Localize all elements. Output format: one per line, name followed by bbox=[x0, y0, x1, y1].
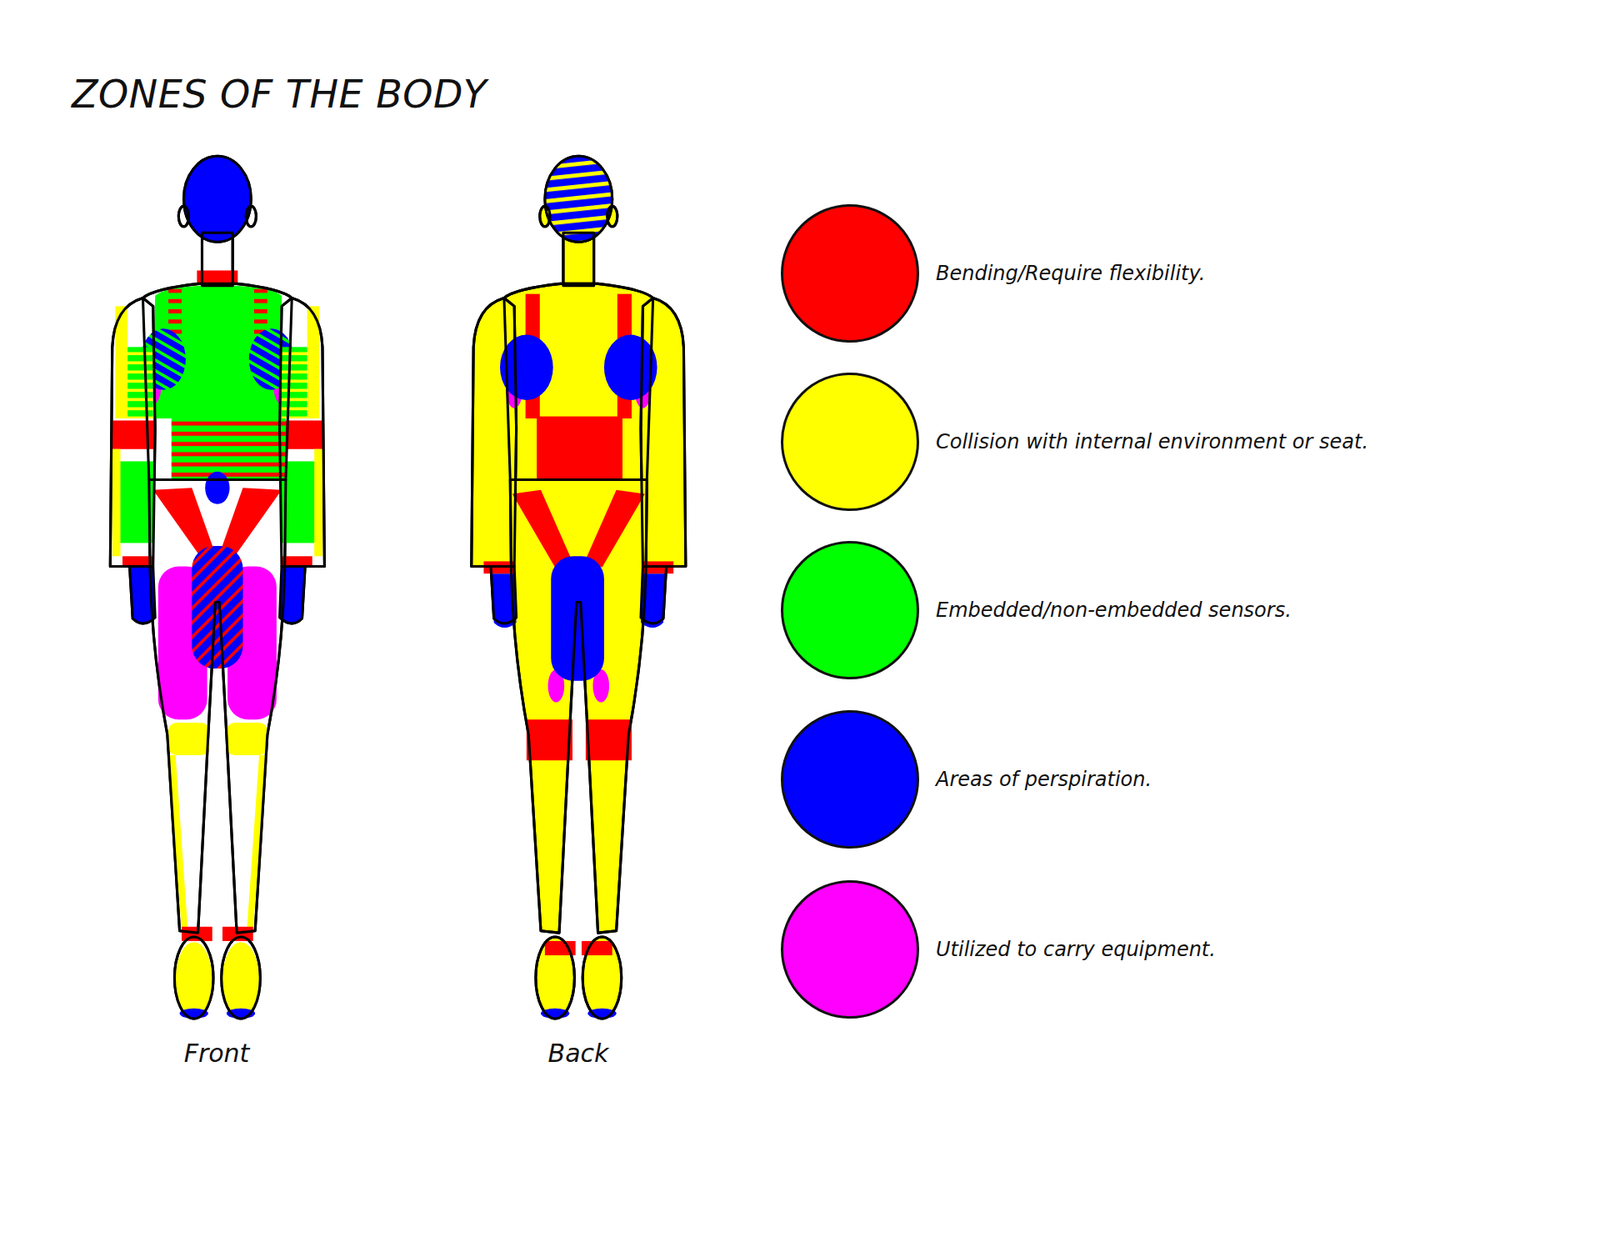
front-figure-part bbox=[112, 449, 121, 557]
back-figure bbox=[471, 155, 686, 1019]
front-figure-part bbox=[122, 555, 154, 566]
front-figure-part bbox=[220, 487, 282, 556]
legend-swatch bbox=[780, 880, 920, 1019]
front-figure-part bbox=[110, 155, 325, 1019]
legend-row: Embedded/non-embedded sensors. bbox=[780, 540, 1292, 680]
back-figure-part bbox=[585, 490, 645, 568]
front-figure-part bbox=[205, 471, 230, 505]
back-figure-part bbox=[550, 555, 605, 680]
legend-swatch bbox=[780, 710, 920, 849]
back-figure-part bbox=[536, 416, 623, 480]
front-figure-part bbox=[314, 449, 323, 557]
front-figure-part bbox=[191, 545, 243, 669]
legend-text: Embedded/non-embedded sensors. bbox=[935, 598, 1292, 622]
legend-row: Utilized to carry equipment. bbox=[780, 880, 1216, 1019]
front-figure bbox=[110, 155, 325, 1019]
front-figure-part bbox=[226, 722, 268, 755]
view-label: Front bbox=[184, 1038, 250, 1069]
back-figure-part bbox=[471, 155, 686, 1019]
front-figure-part bbox=[281, 346, 308, 419]
front-figure-part bbox=[110, 155, 325, 1019]
legend-swatch bbox=[780, 540, 920, 680]
front-figure-part bbox=[127, 346, 154, 419]
front-figure-part bbox=[153, 487, 215, 556]
back-figure-part bbox=[526, 719, 573, 760]
view-label: Back bbox=[548, 1038, 610, 1069]
front-figure-part bbox=[168, 722, 210, 755]
legend-row: Areas of perspiration. bbox=[780, 710, 1152, 849]
legend-text: Utilized to carry equipment. bbox=[935, 937, 1216, 961]
front-figure-part bbox=[171, 418, 286, 480]
legend-text: Collision with internal environment or s… bbox=[935, 430, 1369, 454]
legend-swatch bbox=[780, 372, 920, 511]
front-figure-part bbox=[281, 555, 313, 566]
back-figure-part bbox=[512, 490, 572, 568]
diagram-title: ZONES OF THE BODY bbox=[71, 75, 487, 114]
legend-text: Bending/Require flexibility. bbox=[935, 261, 1205, 285]
legend-row: Collision with internal environment or s… bbox=[780, 372, 1369, 511]
legend-text: Areas of perspiration. bbox=[935, 767, 1152, 791]
legend-swatch bbox=[780, 204, 920, 343]
back-figure-part bbox=[585, 719, 632, 760]
legend-row: Bending/Require flexibility. bbox=[780, 204, 1205, 343]
back-figure-part bbox=[471, 155, 686, 1019]
